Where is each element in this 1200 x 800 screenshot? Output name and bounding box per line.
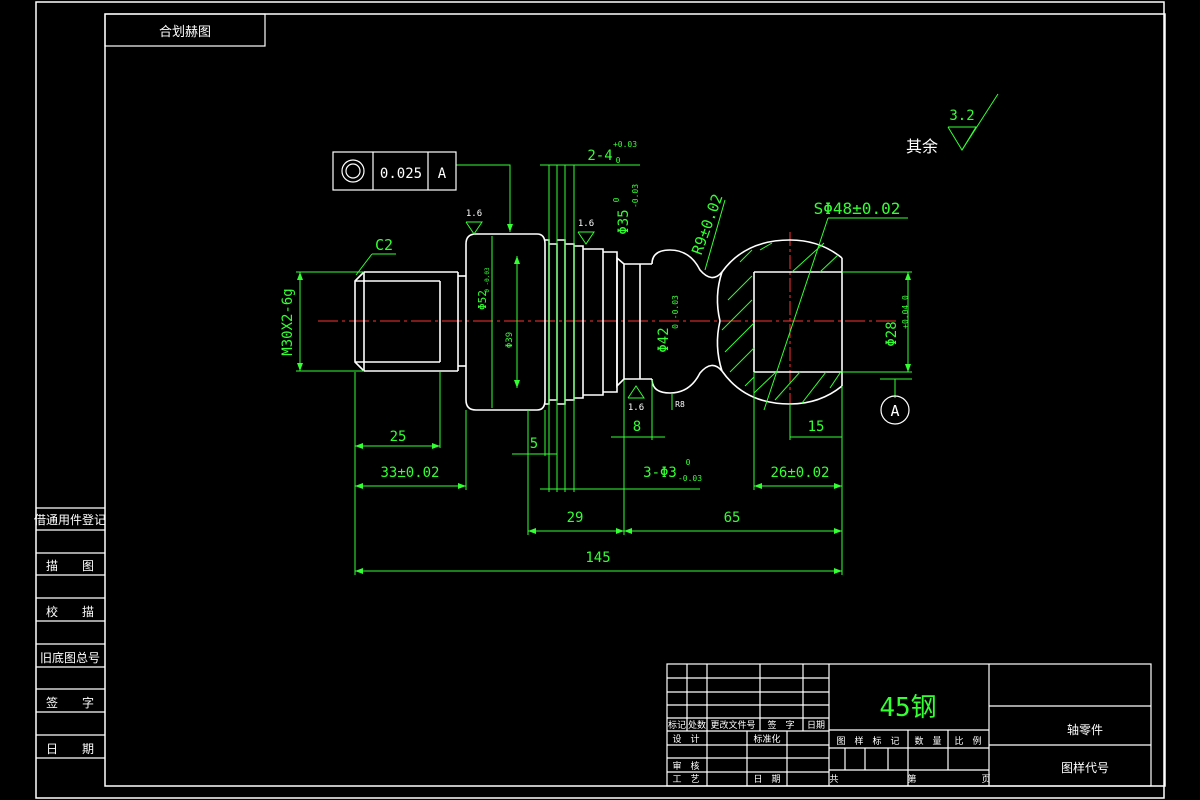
dim-15: 15 xyxy=(808,419,825,435)
dim-29: 29 xyxy=(567,510,584,526)
review-label: 审 核 xyxy=(672,760,699,772)
d35-tol-down: -0.03 xyxy=(631,184,640,208)
left-column xyxy=(36,507,105,759)
drawing-code: 图样代号 xyxy=(1061,760,1109,775)
part-outline xyxy=(354,233,843,411)
dim-3phi3-tol-up: 0 xyxy=(686,458,691,467)
left-item-3: 旧底图总号 xyxy=(40,650,100,665)
left-item-2: 校 描 xyxy=(46,604,94,619)
d42-tol: 0 -0.03 xyxy=(671,295,680,329)
datum-circle-label: A xyxy=(890,402,899,420)
tolerance-value: 0.025 xyxy=(380,166,422,182)
left-item-0: 借通用件登记 xyxy=(34,512,106,527)
roughness-other-label: 其余 xyxy=(906,137,938,156)
d42-label: Φ42 xyxy=(656,327,672,352)
sheet-total: 共 xyxy=(829,774,838,785)
arrow-heads xyxy=(297,224,911,574)
r8-label: R8 xyxy=(675,400,685,409)
left-item-1: 描 图 xyxy=(46,559,94,573)
groove-width-tol-zero: 0 xyxy=(616,156,621,165)
roughness-symbols xyxy=(465,93,999,399)
geometric-tolerance-frame xyxy=(332,151,457,191)
standardize-label: 标准化 xyxy=(753,733,780,745)
dim-145: 145 xyxy=(585,550,610,566)
dim-8: 8 xyxy=(633,419,641,435)
dim-3phi3-tol-down: -0.03 xyxy=(678,474,702,483)
title-block xyxy=(666,663,1152,787)
roughness-value: 3.2 xyxy=(949,108,974,124)
roughness-1-6-c: 1.6 xyxy=(628,403,644,413)
process-label: 工 艺 xyxy=(672,774,699,785)
top-title-label: 合划赫图 xyxy=(159,25,211,40)
d35-label: Φ35 xyxy=(616,209,632,234)
roughness-1-6-b: 1.6 xyxy=(578,219,594,229)
material-label: 45钢 xyxy=(879,693,936,723)
dim-65: 65 xyxy=(724,510,741,526)
chamfer-label: C2 xyxy=(375,236,393,254)
left-item-4: 签 字 xyxy=(46,695,94,710)
top-title-cell xyxy=(104,13,266,47)
header-mark: 标记 xyxy=(668,719,686,731)
d28-label: Φ28 xyxy=(884,321,900,346)
d39-label: Φ39 xyxy=(505,332,515,348)
d28-tol: +0.04 0 xyxy=(901,295,910,329)
inner-frame xyxy=(104,13,1166,787)
roughness-1-6-a: 1.6 xyxy=(466,209,482,219)
design-label: 设 计 xyxy=(672,733,699,745)
datum-circle xyxy=(880,395,910,425)
part-name: 轴零件 xyxy=(1067,722,1103,737)
header-count: 处数 xyxy=(688,719,706,731)
sheet-no: 第 xyxy=(907,773,916,785)
dimension-lines xyxy=(296,164,912,575)
sphere-label: SΦ48±0.02 xyxy=(814,199,901,218)
d52-tol: 0 -0.03 xyxy=(484,267,491,293)
date-label: 日 期 xyxy=(753,774,780,785)
header-changefile: 更改文件号 xyxy=(710,719,755,731)
radius-label: R9±0.02 xyxy=(688,192,727,258)
stage-mark-label: 图 样 标 记 xyxy=(836,735,899,747)
dim-25: 25 xyxy=(390,429,407,445)
tolerance-datum: A xyxy=(438,166,447,182)
dim-26: 26±0.02 xyxy=(770,465,829,481)
header-sign: 签 字 xyxy=(767,719,794,731)
thread-label: M30X2-6g xyxy=(280,288,296,355)
header-date: 日期 xyxy=(807,720,825,731)
section-hatch xyxy=(721,242,843,404)
groove-width-tol: +0.03 xyxy=(613,140,637,149)
dim-33: 33±0.02 xyxy=(380,465,439,481)
dim-3phi3: 3-Φ3 xyxy=(643,465,677,481)
d35-tol-up: 0 xyxy=(612,197,621,202)
page-label: 页 xyxy=(981,774,990,785)
quantity-label: 数 量 xyxy=(914,735,941,747)
scale-label: 比 例 xyxy=(954,735,981,747)
dim-5: 5 xyxy=(530,436,538,452)
left-item-5: 日 期 xyxy=(46,742,94,756)
d52-label: Φ52 xyxy=(476,290,489,310)
outer-frame xyxy=(35,1,1165,799)
groove-width-label: 2-4 xyxy=(587,148,612,164)
